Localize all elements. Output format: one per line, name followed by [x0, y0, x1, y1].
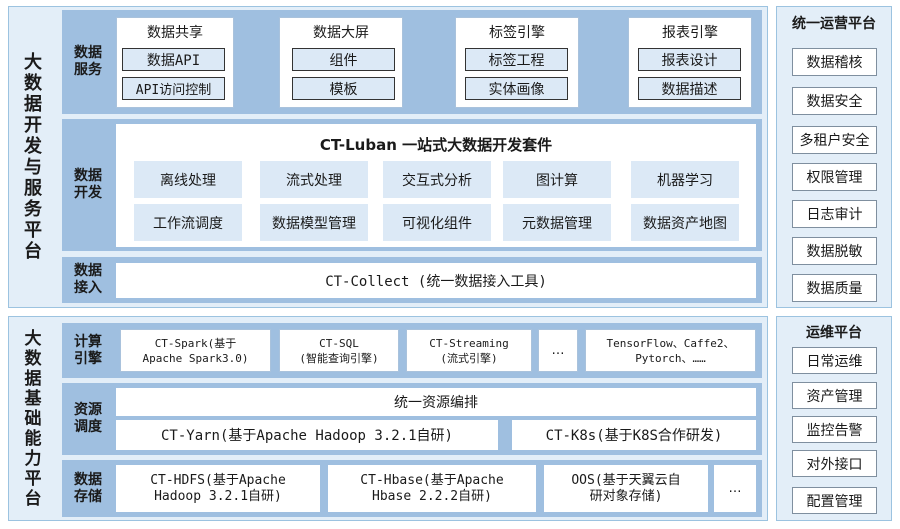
suite-title: CT-Luban 一站式大数据开发套件: [319, 136, 553, 154]
data-api-item[interactable]: 数据API: [122, 48, 225, 71]
data-screen-title: 数据大屏: [313, 25, 369, 41]
data-quality-item[interactable]: 数据质量: [792, 274, 877, 302]
metadata-management-item[interactable]: 元数据管理: [503, 204, 611, 241]
stream-processing-item[interactable]: 流式处理: [260, 161, 368, 198]
oos-item[interactable]: OOS(基于天翼云自 研对象存储): [544, 465, 708, 512]
data-masking-item[interactable]: 数据脱敏: [792, 237, 877, 265]
ct-collect-item[interactable]: CT-Collect (统一数据接入工具): [116, 263, 756, 298]
data-storage-label: 数据 存储: [74, 471, 102, 505]
data-security-item[interactable]: 数据安全: [792, 87, 877, 115]
ct-yarn-item[interactable]: CT-Yarn(基于Apache Hadoop 3.2.1自研): [116, 420, 498, 450]
ct-hbase-item[interactable]: CT-Hbase(基于Apache Hbase 2.2.2自研): [328, 465, 536, 512]
data-share-title: 数据共享: [147, 25, 203, 41]
compute-engine-label: 计算 引擎: [74, 333, 102, 367]
data-ingest-label: 数据 接入: [74, 263, 102, 296]
tag-engine-title: 标签引擎: [489, 25, 545, 41]
entity-portrait-item[interactable]: 实体画像: [465, 77, 568, 100]
visual-component-item[interactable]: 可视化组件: [383, 204, 491, 241]
machine-learning-item[interactable]: 机器学习: [631, 161, 739, 198]
data-asset-map-item[interactable]: 数据资产地图: [631, 204, 739, 241]
base-capability-platform-title: 大数据基础能力平台: [24, 328, 42, 509]
permission-management-item[interactable]: 权限管理: [792, 163, 877, 191]
multi-tenant-security-item[interactable]: 多租户安全: [792, 126, 877, 154]
dev-service-platform-title: 大数据开发与服务平台: [24, 52, 42, 262]
ops-platform-title: 统一运营平台: [792, 16, 876, 32]
workflow-scheduling-item[interactable]: 工作流调度: [134, 204, 242, 241]
daily-ops-item[interactable]: 日常运维: [792, 347, 877, 374]
api-access-control-item[interactable]: API访问控制: [122, 77, 225, 100]
data-audit-item[interactable]: 数据稽核: [792, 48, 877, 76]
storage-more-item[interactable]: …: [714, 465, 756, 512]
ct-streaming-item[interactable]: CT-Streaming (流式引擎): [406, 329, 532, 372]
template-item[interactable]: 模板: [292, 77, 395, 100]
component-item[interactable]: 组件: [292, 48, 395, 71]
report-design-item[interactable]: 报表设计: [638, 48, 741, 71]
ct-k8s-item[interactable]: CT-K8s(基于K8S合作研发): [512, 420, 756, 450]
graph-compute-item[interactable]: 图计算: [503, 161, 611, 198]
unified-resource-orchestration[interactable]: 统一资源编排: [116, 388, 756, 416]
ml-frameworks-item[interactable]: TensorFlow、Caffe2、 Pytorch、……: [585, 329, 756, 372]
ct-sql-item[interactable]: CT-SQL (智能查询引擎): [279, 329, 399, 372]
external-interface-item[interactable]: 对外接口: [792, 450, 877, 477]
compute-more-item[interactable]: …: [538, 329, 578, 372]
log-audit-item[interactable]: 日志审计: [792, 200, 877, 228]
data-model-management-item[interactable]: 数据模型管理: [260, 204, 368, 241]
data-dev-label: 数据 开发: [74, 168, 102, 201]
report-engine-title: 报表引擎: [662, 25, 718, 41]
tag-engineering-item[interactable]: 标签工程: [465, 48, 568, 71]
data-service-label: 数据 服务: [74, 45, 102, 78]
data-description-item[interactable]: 数据描述: [638, 77, 741, 100]
asset-management-item[interactable]: 资产管理: [792, 382, 877, 409]
resource-scheduling-label: 资源 调度: [74, 402, 102, 435]
offline-processing-item[interactable]: 离线处理: [134, 161, 242, 198]
monitoring-alert-item[interactable]: 监控告警: [792, 416, 877, 443]
config-management-item[interactable]: 配置管理: [792, 487, 877, 514]
interactive-analysis-item[interactable]: 交互式分析: [383, 161, 491, 198]
ct-spark-item[interactable]: CT-Spark(基于 Apache Spark3.0): [120, 329, 271, 372]
maintenance-platform-title: 运维平台: [806, 325, 862, 341]
ct-hdfs-item[interactable]: CT-HDFS(基于Apache Hadoop 3.2.1自研): [116, 465, 320, 512]
